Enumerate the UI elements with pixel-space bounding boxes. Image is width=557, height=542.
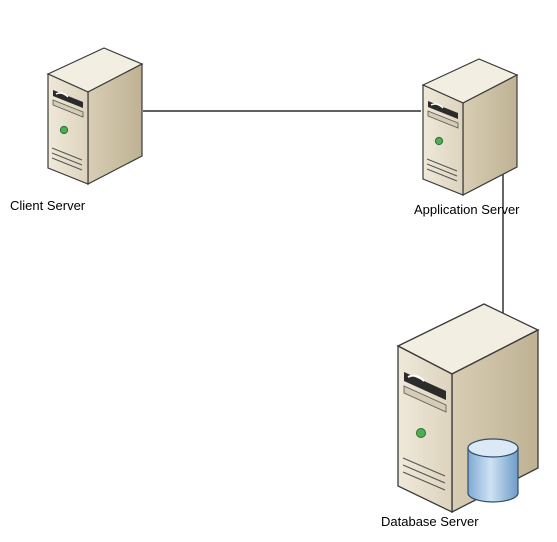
database-cylinder-icon	[467, 438, 519, 503]
database-server-node: Database Server	[381, 303, 540, 529]
database-server-icon	[396, 303, 540, 514]
client-server-node: Client Server	[10, 47, 143, 213]
database-server-label: Database Server	[381, 514, 479, 529]
server-icon	[422, 58, 518, 196]
application-server-node: Application Server	[414, 58, 520, 217]
client-server-label: Client Server	[10, 198, 86, 213]
application-server-label: Application Server	[414, 202, 520, 217]
server-icon	[47, 47, 143, 185]
